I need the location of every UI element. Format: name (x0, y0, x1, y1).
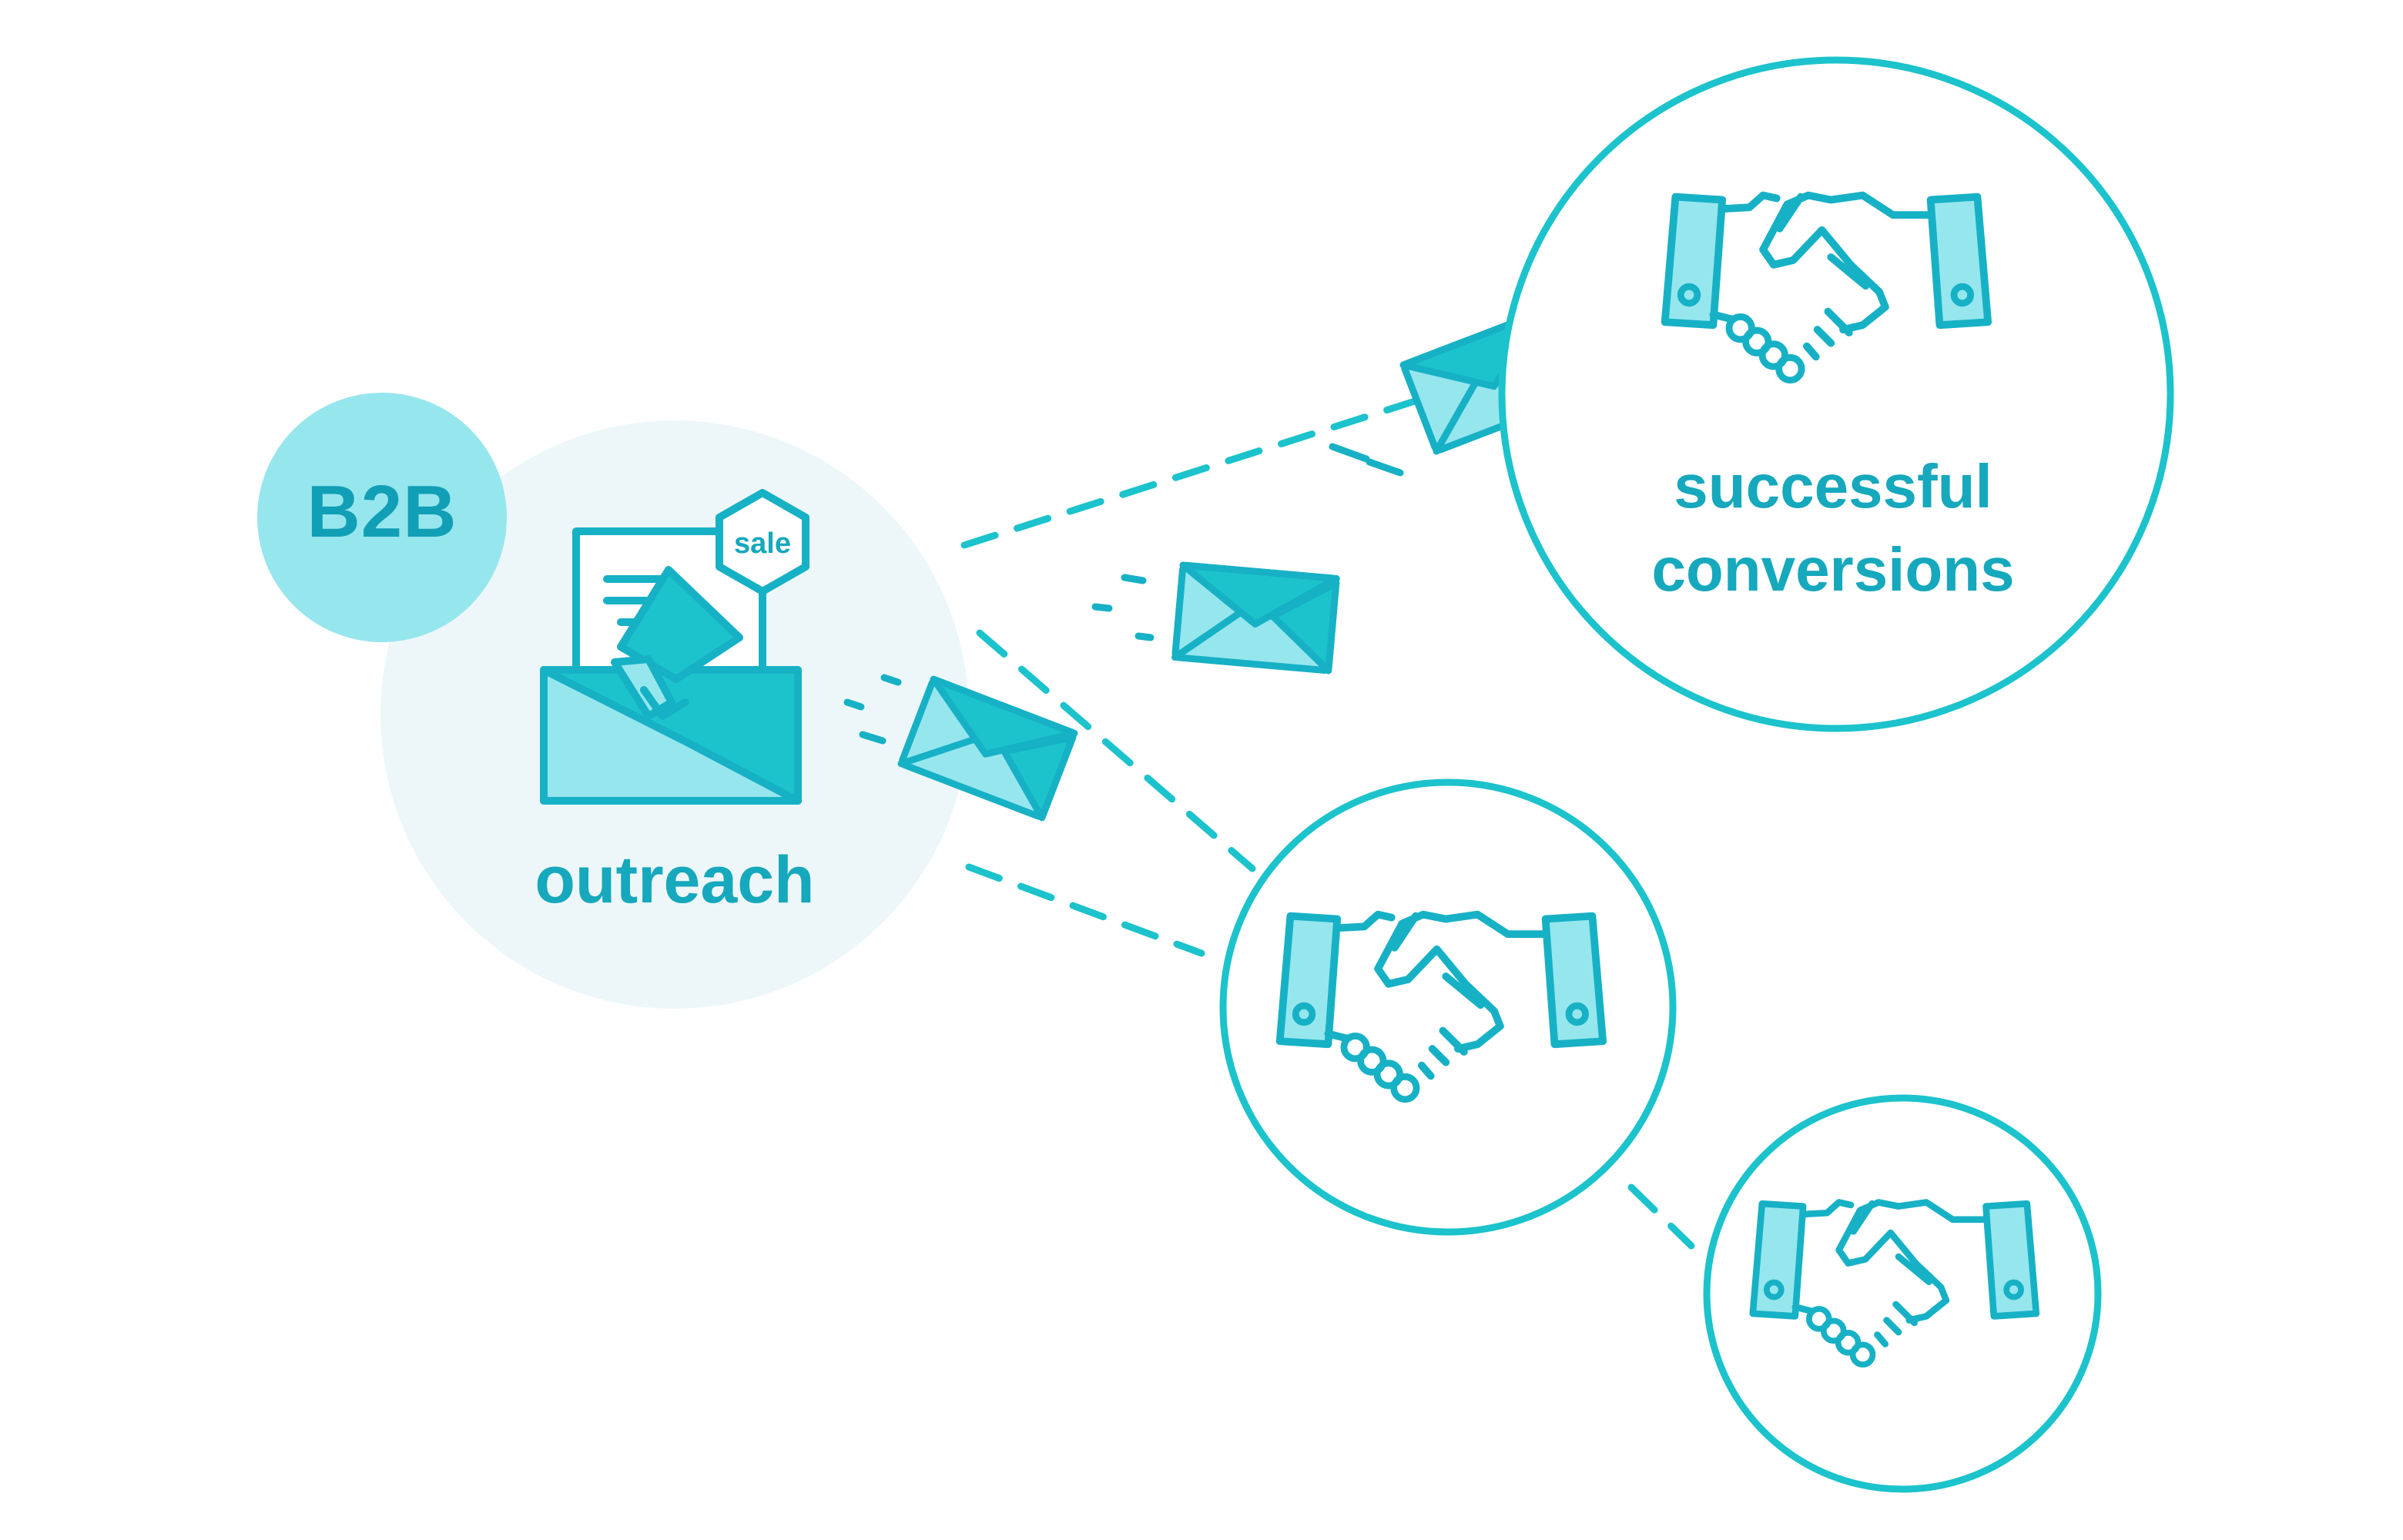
connector-lines (960, 397, 1695, 1250)
outreach-icon (540, 489, 809, 805)
conversions-label: successful conversions (1563, 445, 2103, 611)
b2b-label: B2B (307, 470, 457, 553)
sale-tag-label: sale (734, 527, 791, 560)
motion-lines (843, 443, 1404, 745)
conversion-circle-small (1703, 1094, 2102, 1493)
conversions-label-line2: conversions (1651, 535, 2015, 604)
envelope-icon (1175, 565, 1337, 671)
b2b-badge (257, 393, 507, 642)
conversion-circle-large (1498, 56, 2174, 732)
conversion-circle-medium (1219, 778, 1677, 1236)
conversions-label-line1: successful (1674, 452, 1992, 521)
outreach-label: outreach (535, 843, 815, 917)
